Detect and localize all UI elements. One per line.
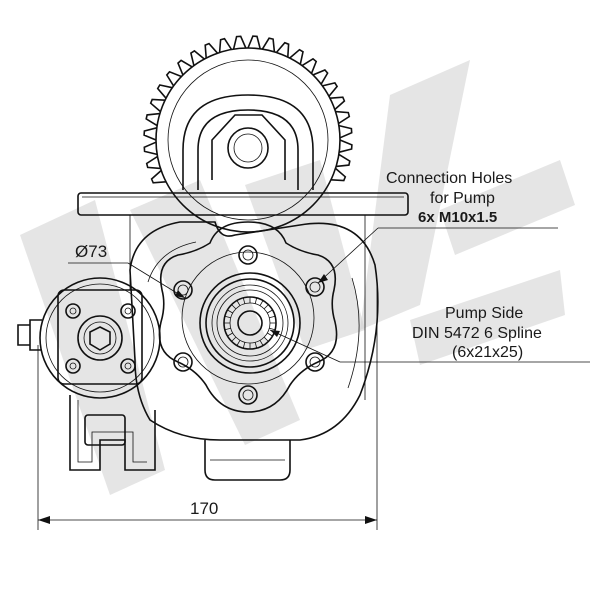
bolt-hole (238, 245, 258, 265)
watermark-logo (20, 60, 575, 495)
bolt-hole (238, 385, 258, 405)
connection-holes-callout: Connection Holes for Pump 6x M10x1.5 (317, 170, 558, 284)
bolt-hole (173, 352, 193, 372)
mounting-flange (77, 192, 409, 400)
pump-side-standard: DIN 5472 6 Spline (412, 325, 542, 342)
pump-side-spec: (6x21x25) (452, 344, 523, 361)
width-dimension: 170 (37, 280, 378, 530)
pump-side-callout: Pump Side DIN 5472 6 Spline (6x21x25) (269, 305, 590, 363)
aux-flange (17, 277, 161, 399)
gear (143, 35, 353, 233)
connection-holes-subtitle: for Pump (430, 190, 495, 207)
diameter-dimension: Ø73 (68, 242, 186, 299)
gear-teeth (143, 35, 353, 184)
connection-holes-title: Connection Holes (386, 170, 512, 187)
pump-flange (158, 221, 338, 413)
width-label: 170 (190, 499, 218, 518)
connection-holes-spec: 6x M10x1.5 (418, 209, 497, 226)
bolt-hole (305, 352, 325, 372)
lower-body (69, 395, 291, 481)
diameter-label: Ø73 (75, 242, 107, 261)
gear-hub (182, 94, 314, 190)
bolt-hole (305, 277, 325, 297)
spline-teeth (224, 297, 276, 349)
spline-shaft (199, 272, 301, 374)
bolt-holes (173, 245, 325, 405)
pump-side-title: Pump Side (445, 305, 523, 322)
